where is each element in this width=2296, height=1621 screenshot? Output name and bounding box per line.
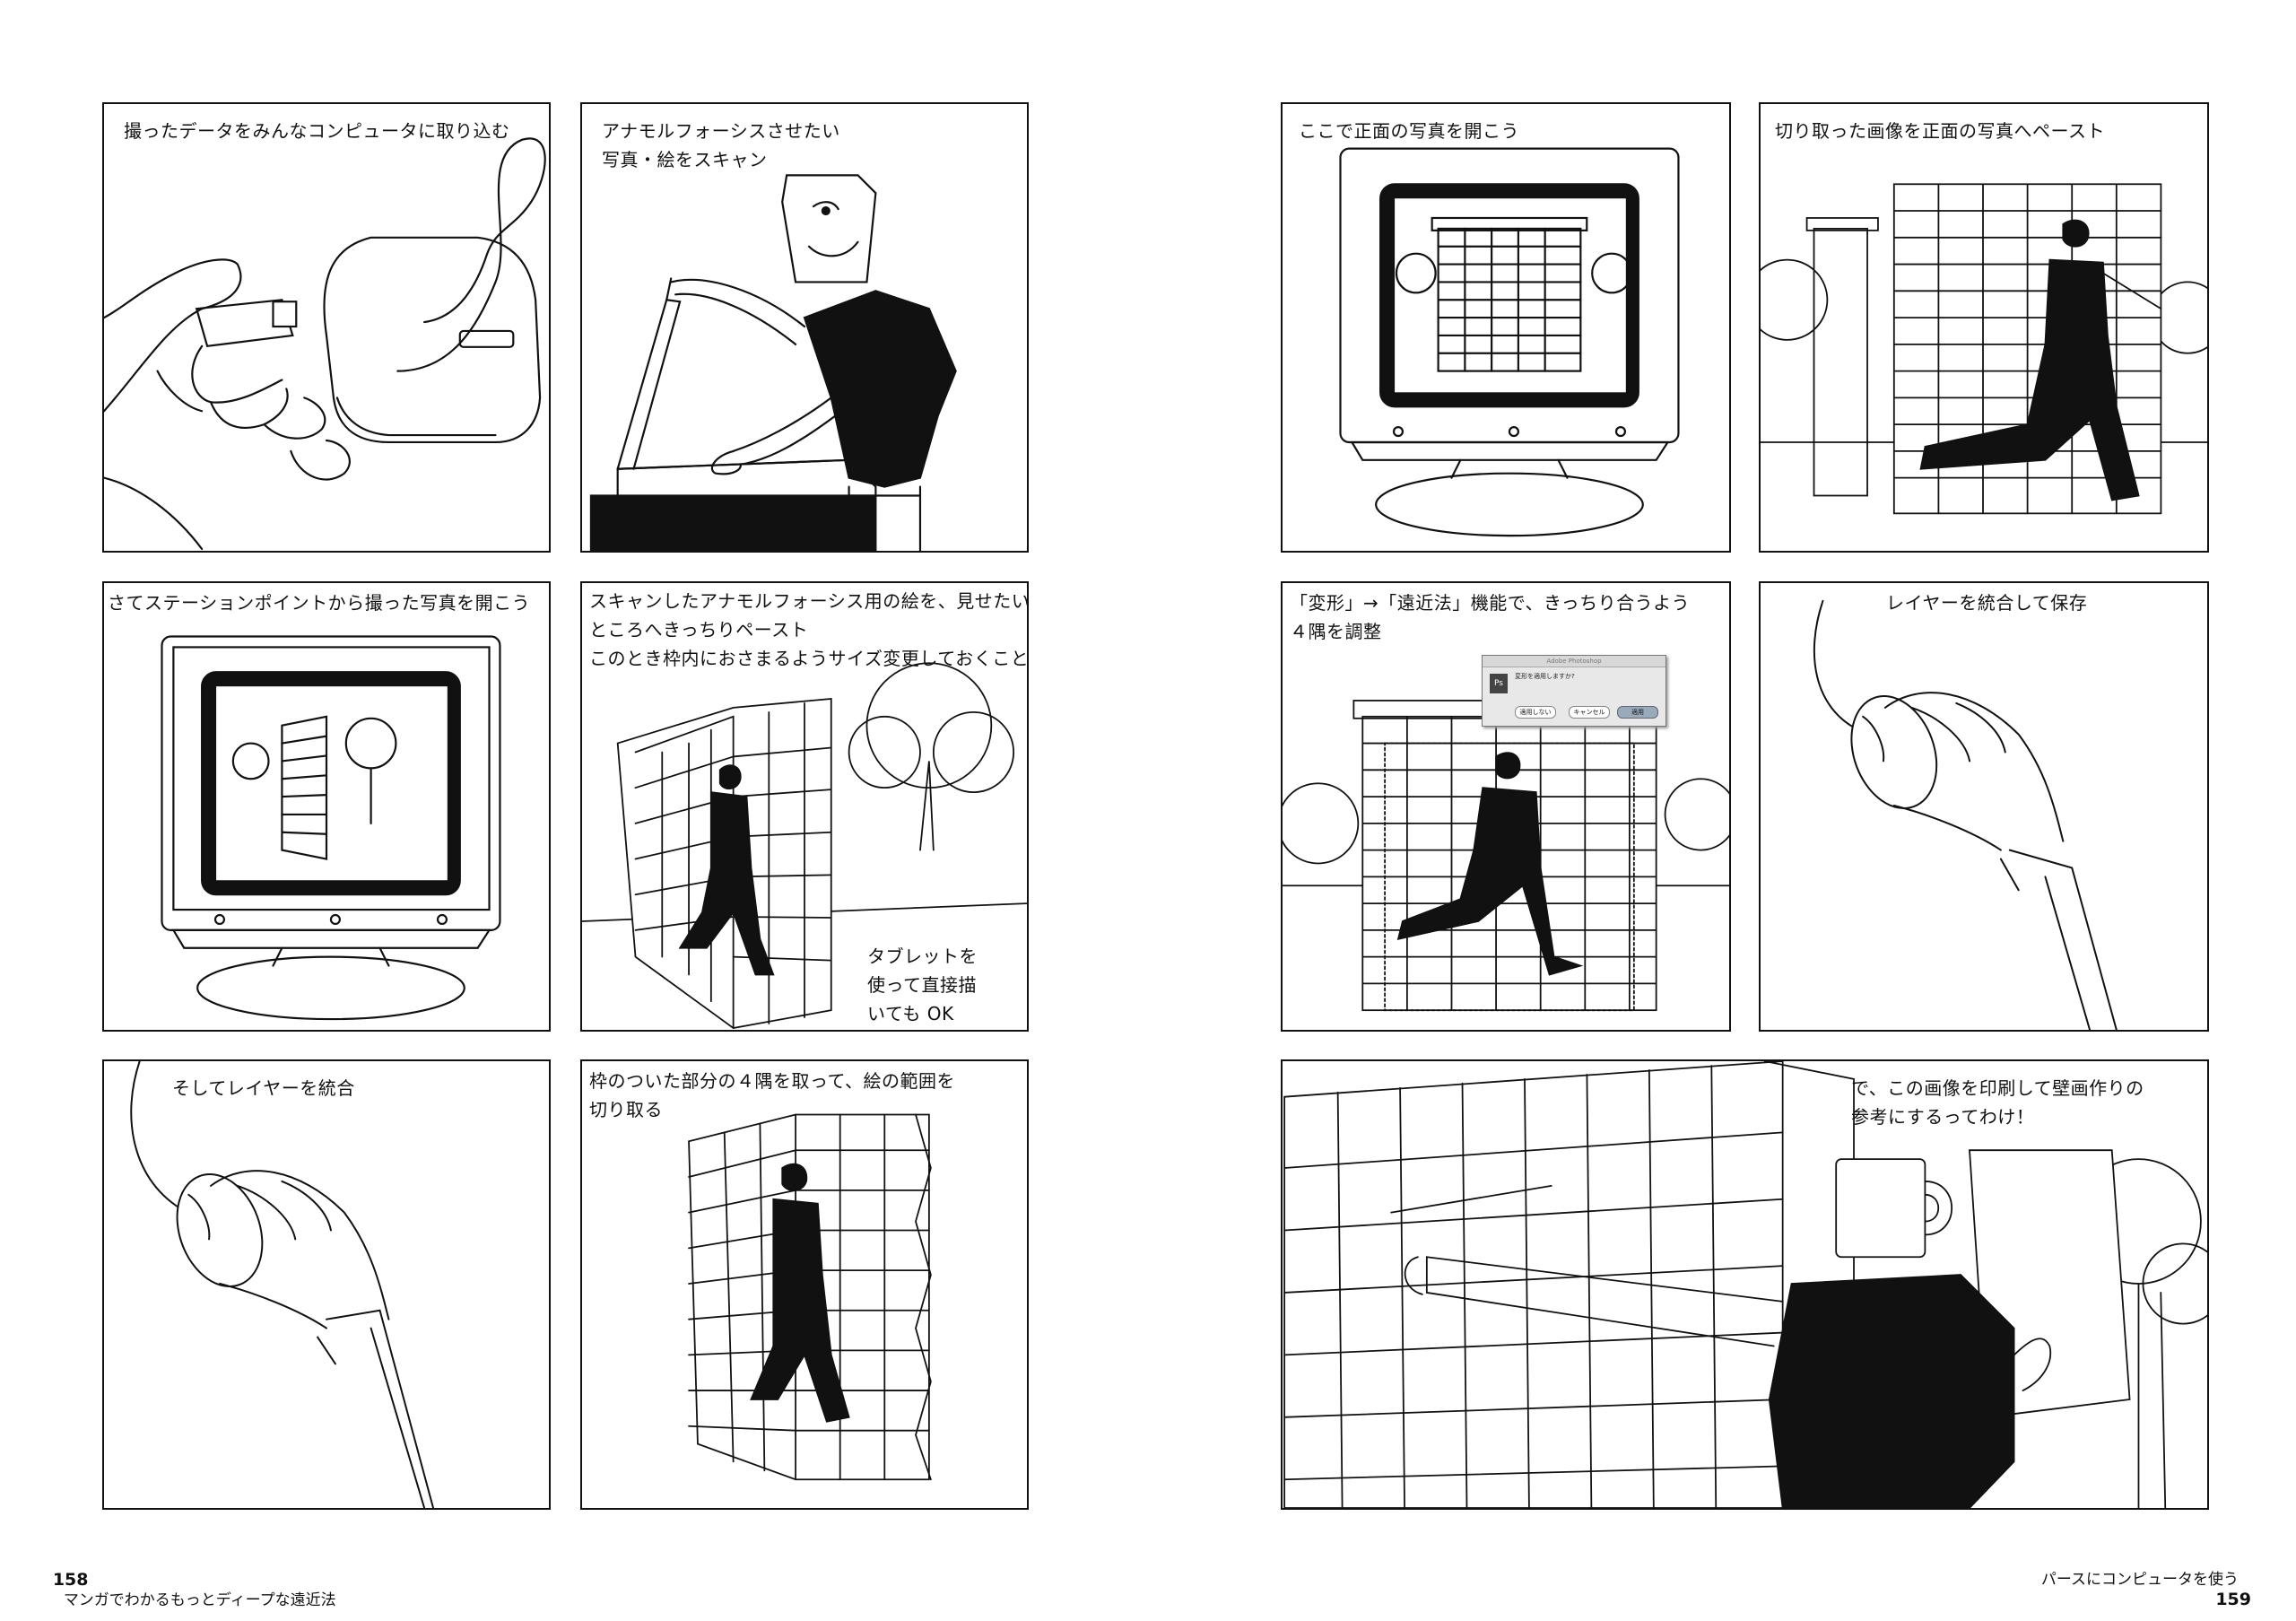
panel-4-illustration [582,583,1027,1030]
panel-8-paste-cropped: 切り取った画像を正面の写真へペースト [1759,102,2209,553]
panel-3-illustration [104,583,549,1030]
panel-3-open-photo: さてステーションポイントから撮った写真を開こう [102,581,551,1032]
panel-7-open-front-photo: ここで正面の写真を開こう [1281,102,1731,553]
cancel-button[interactable]: キャンセル [1569,706,1610,719]
panel-9-transform: 「変形」→「遠近法」機能で、きっちり合うよう ４隅を調整 Adobe Photo… [1281,581,1731,1032]
dialog-message: 変形を適用しますか? [1515,673,1575,680]
panel-6-caption: 枠のついた部分の４隅を取って、絵の範囲を 切り取る [589,1070,955,1120]
panel-9-illustration [1283,583,1729,1030]
panel-2-illustration [582,104,1027,551]
panel-9-caption: 「変形」→「遠近法」機能で、きっちり合うよう ４隅を調整 [1290,592,1691,642]
right-page-folio: パースにコンピュータを使う 159 [2031,1550,2251,1610]
panel-2-caption: アナモルフォーシスさせたい 写真・絵をスキャン [602,120,840,170]
panel-1-illustration [104,104,549,551]
dialog-title: Adobe Photoshop [1483,656,1665,667]
panel-5-caption: そしてレイヤーを統合 [172,1077,355,1099]
photoshop-app-icon: Ps [1490,674,1508,693]
panel-4-caption: スキャンしたアナモルフォーシス用の絵を、見せたい ところへきっちりペースト この… [589,590,1029,669]
panel-5-illustration [104,1061,549,1508]
apply-transform-dialog: Adobe Photoshop Ps 変形を適用しますか? 適用しない キャンセ… [1482,655,1666,727]
left-page-number: 158 [52,1570,89,1590]
panel-3-caption: さてステーションポイントから撮った写真を開こう [108,592,531,614]
apply-button[interactable]: 適用 [1617,706,1658,719]
left-page-folio: 158 マンガでわかるもっとディープな遠近法 [43,1550,336,1610]
panel-7-caption: ここで正面の写真を開こう [1299,120,1519,142]
panel-10-illustration [1761,583,2207,1030]
panel-4-note: タブレットを 使って直接描 いても OK [867,942,978,1028]
panel-8-caption: 切り取った画像を正面の写真へペースト [1775,120,2105,142]
panel-11-caption: で、この画像を印刷して壁画作りの 参考にするってわけ！ [1851,1077,2144,1128]
panel-8-illustration [1761,104,2207,551]
panel-4-paste-drawing: スキャンしたアナモルフォーシス用の絵を、見せたい ところへきっちりペースト この… [580,581,1029,1032]
left-running-title: マンガでわかるもっとディープな遠近法 [63,1591,336,1609]
panel-11-print-mural: で、この画像を印刷して壁画作りの 参考にするってわけ！ [1281,1059,2209,1510]
panel-5-merge-layers: そしてレイヤーを統合 [102,1059,551,1510]
right-page-number: 159 [2215,1590,2251,1609]
panel-11-illustration [1283,1061,2207,1508]
panel-2-scan: アナモルフォーシスさせたい 写真・絵をスキャン [580,102,1029,553]
panel-10-merge-save: レイヤーを統合して保存 [1759,581,2209,1032]
dont-apply-button[interactable]: 適用しない [1515,706,1556,719]
panel-7-illustration [1283,104,1729,551]
panel-6-crop: 枠のついた部分の４隅を取って、絵の範囲を 切り取る [580,1059,1029,1510]
panel-10-caption: レイヤーを統合して保存 [1886,592,2088,614]
panel-1-import-data: 撮ったデータをみんなコンピュータに取り込む [102,102,551,553]
right-running-title: パースにコンピュータを使う [2040,1571,2239,1589]
panel-1-caption: 撮ったデータをみんなコンピュータに取り込む [124,120,510,142]
panel-6-illustration [582,1061,1027,1508]
